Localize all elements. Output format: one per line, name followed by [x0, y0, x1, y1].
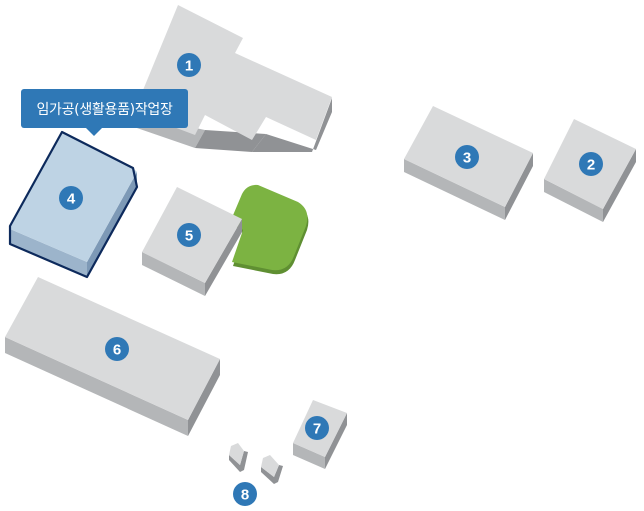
badge-7-label: 7 [313, 421, 321, 438]
badge-8-label: 8 [241, 487, 249, 504]
badge-4[interactable]: 4 [59, 186, 83, 210]
badge-3-circle [455, 145, 479, 169]
badge-5-circle [177, 223, 201, 247]
building-8-block-b-side [261, 465, 283, 484]
badge-7-circle [305, 416, 329, 440]
badge-8-circle [233, 482, 257, 506]
green-area-top [231, 184, 308, 271]
badge-8[interactable]: 8 [233, 482, 257, 506]
building-5-side-right [205, 219, 242, 296]
building-6-side-right [188, 359, 220, 436]
building-8-block-a-side [229, 451, 248, 472]
building-7-side-right [325, 413, 347, 469]
building-1-side-right [252, 98, 332, 152]
tooltip-label: 임가공(생활용품)작업장 [36, 101, 173, 118]
building-4-outline [8, 130, 139, 279]
badge-1[interactable]: 1 [177, 53, 201, 77]
building-3-side-right [505, 153, 533, 220]
tooltip-pointer [86, 128, 102, 136]
badge-5-label: 5 [185, 228, 193, 245]
building-4-side-right [87, 172, 137, 277]
building-8[interactable] [229, 443, 283, 484]
badge-2[interactable]: 2 [579, 152, 603, 176]
badge-6[interactable]: 6 [105, 337, 129, 361]
building-2-side-right [603, 149, 636, 222]
building-8-block-b-top [261, 455, 279, 477]
badge-2-circle [579, 152, 603, 176]
building-8-block-a-top [229, 443, 244, 465]
badge-3[interactable]: 3 [455, 145, 479, 169]
badge-4-label: 4 [67, 191, 76, 208]
badge-7[interactable]: 7 [305, 416, 329, 440]
building-7-side-left [293, 443, 325, 469]
building-4-tooltip: 임가공(생활용품)작업장 [21, 89, 188, 128]
badge-4-circle [59, 186, 83, 210]
building-2-side-left [544, 179, 603, 222]
badge-1-circle [177, 53, 201, 77]
building-4-side-left [10, 229, 87, 277]
building-3-side-left [404, 159, 505, 220]
building-5-side-left [142, 252, 205, 296]
badge-1-label: 1 [185, 58, 193, 75]
badge-6-circle [105, 337, 129, 361]
building-1[interactable] [134, 5, 332, 152]
badge-2-label: 2 [587, 157, 595, 174]
badge-6-label: 6 [113, 342, 121, 359]
badge-5[interactable]: 5 [177, 223, 201, 247]
badge-3-label: 3 [463, 150, 471, 167]
building-6-side-left [5, 337, 188, 436]
